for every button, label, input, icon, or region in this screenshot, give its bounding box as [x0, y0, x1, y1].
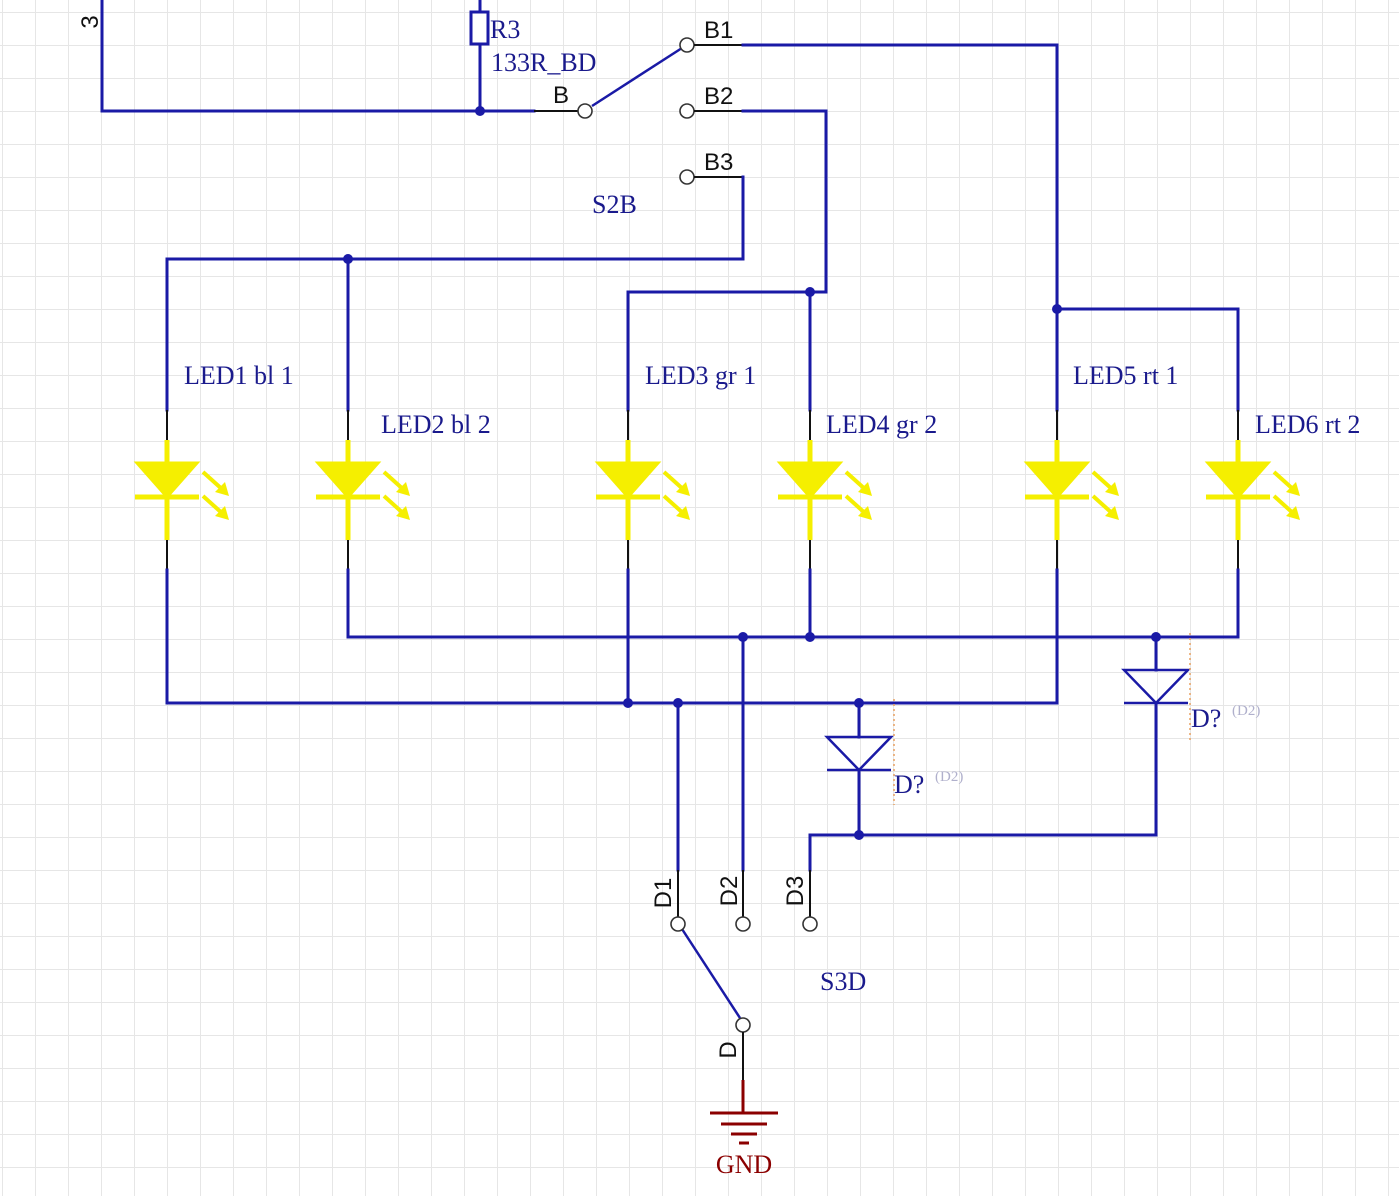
- resistor-r3-body: [469, 10, 490, 46]
- led6-label: LED6 rt 2: [1255, 410, 1360, 439]
- switch-d-terminal-d2: [735, 916, 751, 932]
- junction-bus2-led4: [805, 632, 815, 642]
- switch-b-wiper: [591, 46, 683, 108]
- switch-d-wiper: [680, 928, 742, 1019]
- led5: [1023, 410, 1119, 570]
- switch-b-terminal-b3: [679, 169, 695, 185]
- switch-d-label-d1: D1: [650, 878, 677, 909]
- led2-label: LED2 bl 2: [381, 410, 491, 439]
- diode-right: [857, 633, 1191, 837]
- led6: [1204, 410, 1300, 570]
- diode-left-ref: (D2): [935, 769, 963, 785]
- switch-d-terminal-d3: [802, 916, 818, 932]
- wire-b2-net: [741, 109, 828, 294]
- diode-right-label: D?: [1191, 704, 1221, 733]
- switch-b-label-b2: B2: [704, 83, 733, 110]
- switch-d-label-d2: D2: [716, 876, 743, 907]
- wire-green-led-bus: [626, 290, 812, 412]
- switch-b-label-b3: B3: [704, 149, 733, 176]
- switch-b-common-label: B: [553, 82, 569, 109]
- switch-d-name-label: S3D: [820, 967, 866, 996]
- diode-left: [824, 699, 895, 837]
- junction-b2-net: [805, 287, 815, 297]
- switch-b-name-label: S2B: [592, 190, 637, 219]
- led2: [314, 410, 410, 570]
- led3: [594, 410, 690, 570]
- wire-blue-led-bus: [165, 257, 350, 412]
- junction-b3-net: [343, 254, 353, 264]
- resistor-value-label: 133R_BD: [491, 48, 596, 77]
- diode-right-ref: (D2): [1232, 703, 1260, 719]
- switch-d-label-d3: D3: [782, 876, 809, 907]
- wire-b3-net: [346, 175, 745, 261]
- ground-label: GND: [716, 1150, 772, 1179]
- switch-d-common-label: D: [715, 1041, 742, 1058]
- led1: [133, 410, 229, 570]
- wire-red-led-bus: [1055, 307, 1240, 412]
- switch-d-common-terminal: [735, 1017, 751, 1033]
- led1-label: LED1 bl 1: [184, 361, 294, 390]
- switch-b-terminal-b2: [679, 103, 695, 119]
- junction-b1-net: [1052, 304, 1062, 314]
- led5-label: LED5 rt 1: [1073, 361, 1178, 390]
- diode-left-label: D?: [894, 770, 924, 799]
- resistor-ref-label: R3: [490, 15, 520, 44]
- wire-b1-net: [741, 43, 1059, 311]
- switch-d-terminal-d1: [670, 916, 686, 932]
- junction-resistor: [475, 106, 485, 116]
- led4: [776, 410, 872, 570]
- led3-label: LED3 gr 1: [645, 361, 756, 390]
- led4-label: LED4 gr 2: [826, 410, 937, 439]
- switch-b-terminal-b1: [679, 37, 695, 53]
- ground-symbol: [710, 1080, 778, 1145]
- switch-b-common-terminal: [577, 103, 593, 119]
- junction-bus1-led3: [623, 698, 633, 708]
- switch-b-label-b1: B1: [704, 17, 733, 44]
- left-edge-pin-label: 3: [77, 15, 104, 28]
- wire-d3-net: [808, 833, 861, 872]
